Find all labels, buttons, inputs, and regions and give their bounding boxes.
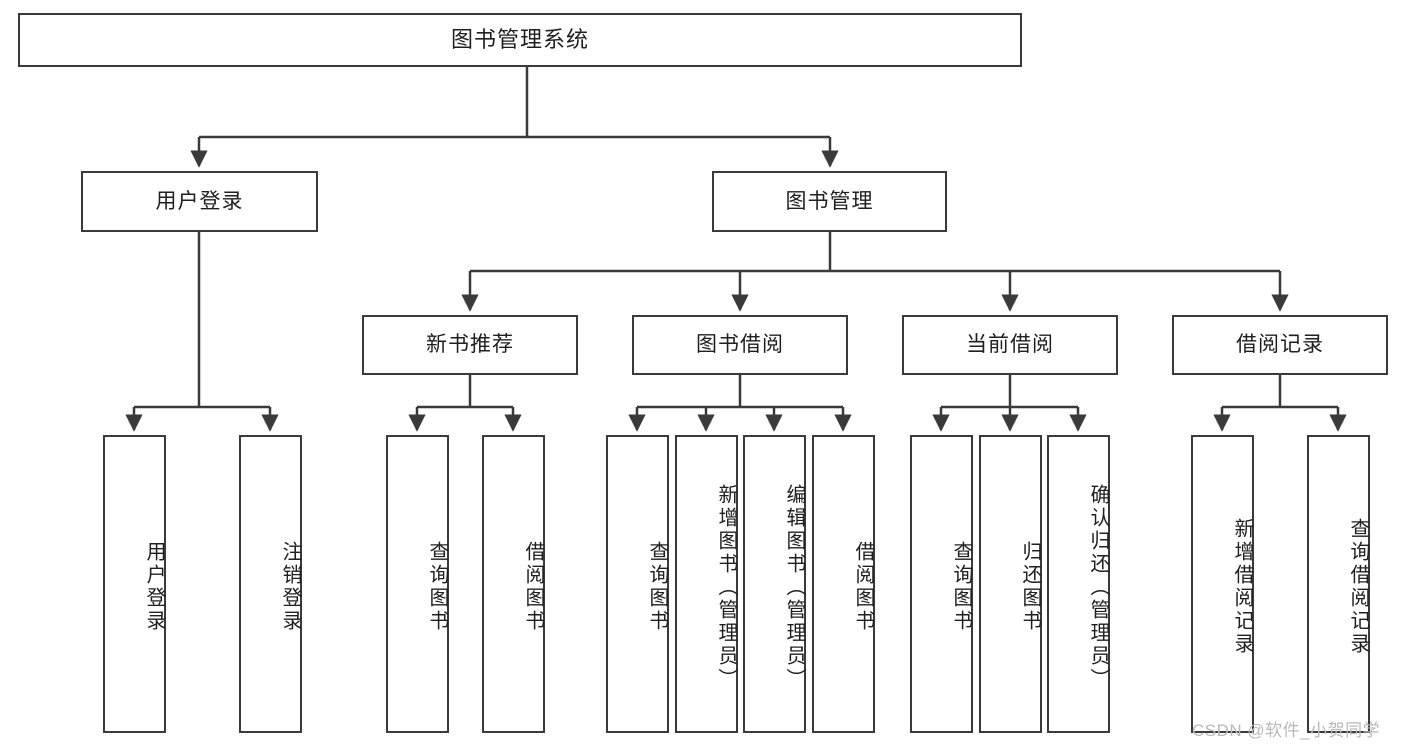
node-new-book-rec[interactable]: 新书推荐 bbox=[362, 315, 578, 375]
node-leaf-confirm-return-label: 确认归还（管理员） bbox=[1087, 483, 1109, 691]
node-user-login-label: 用户登录 bbox=[155, 189, 244, 213]
node-leaf-return-book[interactable]: 归还图书 bbox=[979, 435, 1042, 733]
node-leaf-add-book[interactable]: 新增图书（管理员） bbox=[675, 435, 738, 733]
csdn-watermark: CSDN @软件_小贺同学 bbox=[1192, 721, 1381, 740]
node-book-manage[interactable]: 图书管理 bbox=[712, 171, 947, 232]
node-leaf-query-book-1[interactable]: 查询图书 bbox=[386, 435, 449, 733]
node-leaf-user-login-label: 用户登录 bbox=[143, 541, 165, 633]
node-leaf-edit-book-label: 编辑图书（管理员） bbox=[783, 483, 805, 691]
node-leaf-user-logout[interactable]: 注销登录 bbox=[239, 435, 302, 733]
node-book-manage-label: 图书管理 bbox=[785, 189, 874, 213]
node-leaf-query-book-1-label: 查询图书 bbox=[426, 541, 448, 633]
node-current-borrow-label: 当前借阅 bbox=[966, 333, 1054, 357]
node-book-borrow-label: 图书借阅 bbox=[696, 333, 784, 357]
node-leaf-query-book-3-label: 查询图书 bbox=[950, 541, 972, 633]
node-leaf-confirm-return[interactable]: 确认归还（管理员） bbox=[1047, 435, 1110, 733]
node-borrow-record-label: 借阅记录 bbox=[1236, 333, 1324, 357]
node-root[interactable]: 图书管理系统 bbox=[18, 13, 1022, 67]
node-leaf-add-record[interactable]: 新增借阅记录 bbox=[1191, 435, 1254, 733]
node-leaf-return-book-label: 归还图书 bbox=[1019, 541, 1041, 633]
node-leaf-borrow-book-2[interactable]: 借阅图书 bbox=[812, 435, 875, 733]
node-leaf-borrow-book-1[interactable]: 借阅图书 bbox=[482, 435, 545, 733]
node-leaf-user-login[interactable]: 用户登录 bbox=[103, 435, 166, 733]
node-new-book-rec-label: 新书推荐 bbox=[426, 333, 514, 357]
node-leaf-query-record[interactable]: 查询借阅记录 bbox=[1307, 435, 1370, 733]
node-leaf-user-logout-label: 注销登录 bbox=[279, 541, 301, 633]
node-leaf-borrow-book-2-label: 借阅图书 bbox=[852, 541, 874, 633]
node-leaf-query-book-2[interactable]: 查询图书 bbox=[606, 435, 669, 733]
node-root-label: 图书管理系统 bbox=[450, 26, 589, 52]
node-leaf-edit-book[interactable]: 编辑图书（管理员） bbox=[743, 435, 806, 733]
node-leaf-add-record-label: 新增借阅记录 bbox=[1231, 518, 1253, 656]
node-leaf-query-record-label: 查询借阅记录 bbox=[1347, 518, 1369, 656]
node-leaf-query-book-3[interactable]: 查询图书 bbox=[910, 435, 973, 733]
node-current-borrow[interactable]: 当前借阅 bbox=[902, 315, 1118, 375]
node-user-login[interactable]: 用户登录 bbox=[81, 171, 318, 232]
node-book-borrow[interactable]: 图书借阅 bbox=[632, 315, 848, 375]
node-leaf-query-book-2-label: 查询图书 bbox=[646, 541, 668, 633]
node-leaf-add-book-label: 新增图书（管理员） bbox=[715, 483, 737, 691]
node-leaf-borrow-book-1-label: 借阅图书 bbox=[522, 541, 544, 633]
node-borrow-record[interactable]: 借阅记录 bbox=[1172, 315, 1388, 375]
